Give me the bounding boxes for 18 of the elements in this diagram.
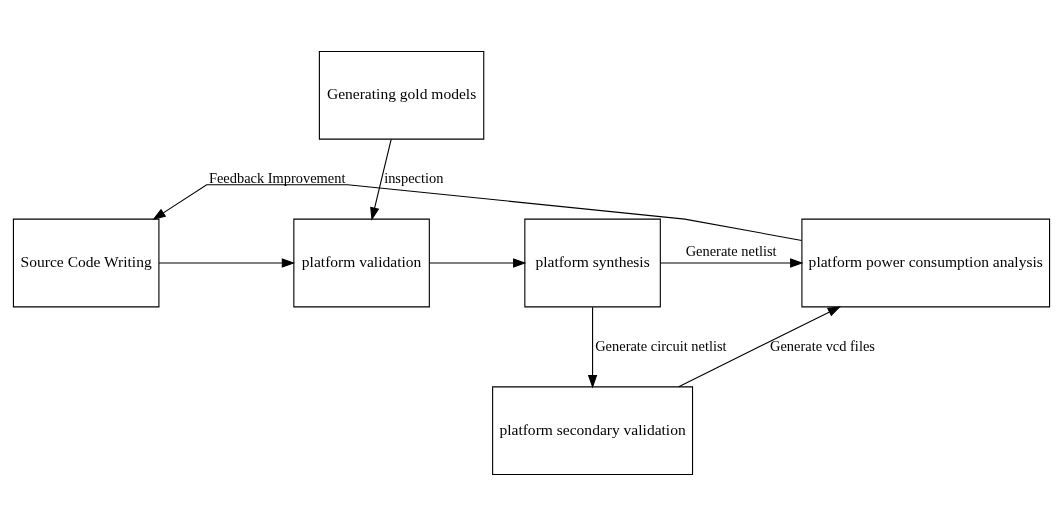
edge-label: Generate circuit netlist xyxy=(595,337,727,354)
arrow xyxy=(678,305,841,387)
arrow xyxy=(152,183,803,241)
node-box: Source Code Writing xyxy=(12,218,160,307)
arrow xyxy=(659,257,804,268)
node-box: platform power consumption analysis xyxy=(801,218,1051,307)
arrow xyxy=(158,257,296,268)
node-box: Generating gold models xyxy=(318,50,485,140)
arrow xyxy=(428,257,527,268)
node-box: platform validation xyxy=(293,218,430,307)
arrow xyxy=(587,306,598,388)
edge-label: Generate vcd files xyxy=(770,337,875,354)
node-box: platform secondary validation xyxy=(492,385,694,475)
node-box: platform synthesis xyxy=(524,218,661,307)
arrow xyxy=(370,138,392,221)
edge-label: inspection xyxy=(384,169,444,186)
edge-label: Feedback Improvement xyxy=(208,169,346,186)
edge-label: Generate netlist xyxy=(685,242,777,259)
